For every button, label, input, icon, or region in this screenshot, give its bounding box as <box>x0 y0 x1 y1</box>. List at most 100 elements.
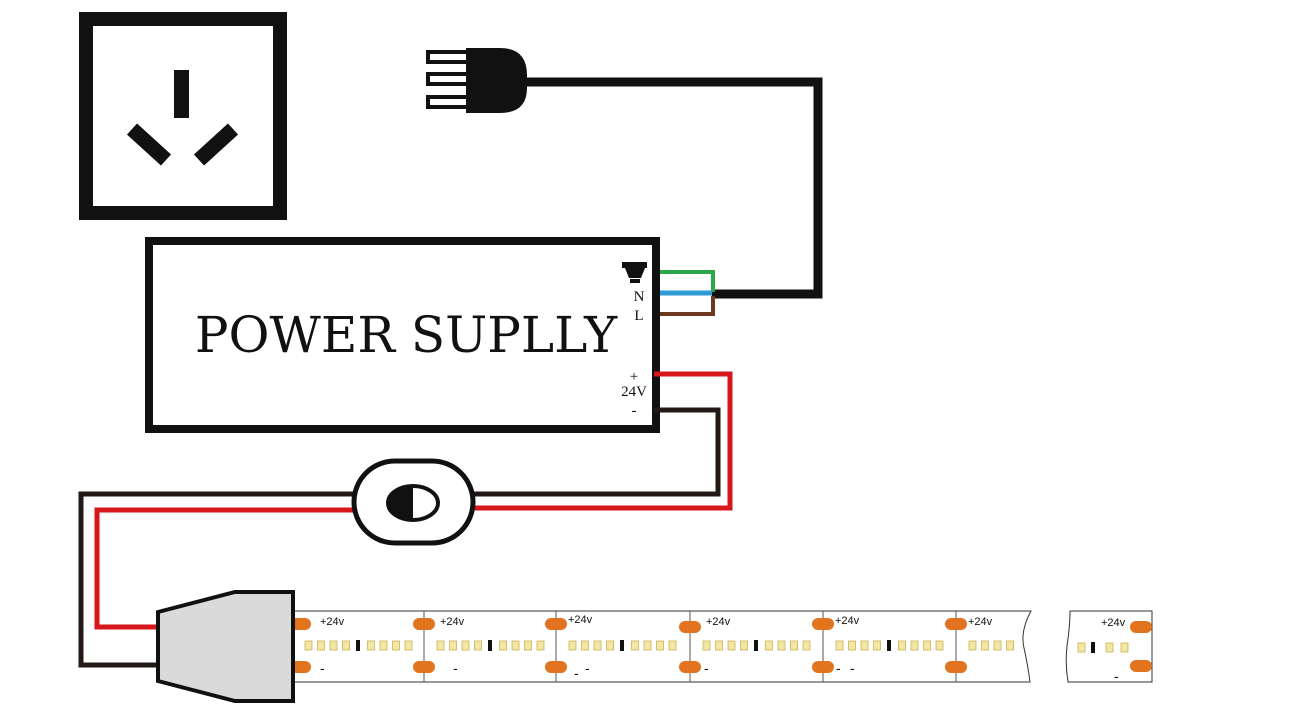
led-chip <box>304 640 313 651</box>
led-chip <box>702 640 711 651</box>
led-chip <box>765 640 773 651</box>
led-chip <box>727 640 736 651</box>
strip-connector <box>156 590 295 703</box>
led-chip <box>935 640 944 651</box>
led-strip-segments: +24v+24v+24v+24v+24v+24v+24v-------- <box>289 614 1152 684</box>
positive-wire-to-strip <box>94 507 355 630</box>
led-chip <box>968 640 977 651</box>
led-chip <box>379 640 388 651</box>
segment-plus-label-3: +24v <box>706 616 731 628</box>
segment-minus-label-6: - <box>850 660 855 676</box>
earth-ground-icon <box>622 262 647 283</box>
segment-minus-label-5: - <box>836 660 841 676</box>
resistor <box>1091 642 1095 653</box>
negative-wire <box>472 407 721 497</box>
led-chip <box>499 640 507 651</box>
led-chip <box>436 640 445 651</box>
led-chip <box>898 640 906 651</box>
led-chip <box>1077 642 1086 653</box>
led-chip <box>317 640 325 651</box>
led-chip <box>536 640 545 651</box>
resistor <box>356 640 360 651</box>
solder-pad-5 <box>545 661 567 673</box>
mains-cable <box>525 77 823 299</box>
power-supply-title: POWER SUPLLY <box>195 306 618 364</box>
segment-minus-label-4: - <box>704 660 709 676</box>
resistor <box>754 640 758 651</box>
output-voltage-label: 24V <box>621 384 647 400</box>
led-chip <box>461 640 470 651</box>
led-chip <box>1120 642 1129 653</box>
led-chip <box>581 640 589 651</box>
segment-minus-label-0: - <box>320 660 325 676</box>
segment-minus-label-2: - <box>574 665 579 681</box>
live-wire <box>660 296 715 316</box>
ground-wire <box>660 270 715 292</box>
resistor <box>488 640 492 651</box>
resistor <box>887 640 891 651</box>
solder-pad-11 <box>945 661 967 673</box>
led-chip <box>715 640 723 651</box>
led-chip <box>910 640 919 651</box>
terminal-n-label: N <box>634 289 645 305</box>
segment-plus-label-5: +24v <box>968 616 993 628</box>
segment-plus-label-6: +24v <box>1101 617 1126 629</box>
output-plus-label: + <box>630 369 638 385</box>
negative-wire-to-strip <box>78 491 355 668</box>
wall-socket-icon <box>79 12 287 220</box>
led-chip <box>993 640 1002 651</box>
led-chip <box>511 640 520 651</box>
led-chip <box>802 640 811 651</box>
segment-minus-label-3: - <box>585 660 590 676</box>
solder-pad-13 <box>1130 660 1152 672</box>
terminal-l-label: L <box>634 308 643 324</box>
led-chip <box>524 640 532 651</box>
three-pin-plug-icon <box>426 48 527 113</box>
led-chip <box>392 640 400 651</box>
solder-pad-7 <box>679 661 701 673</box>
led-chip <box>1006 640 1014 651</box>
output-minus-label: - <box>632 403 637 419</box>
solder-pad-2 <box>413 618 435 630</box>
dimmer-switch-icon <box>351 458 476 546</box>
resistor <box>620 640 624 651</box>
led-chip <box>740 640 748 651</box>
solder-pad-6 <box>679 621 701 633</box>
segment-plus-label-0: +24v <box>320 616 345 628</box>
led-chip <box>367 640 375 651</box>
power-supply-box: POWER SUPLLY N L + 24V - <box>145 237 660 433</box>
led-chip <box>329 640 338 651</box>
led-chip <box>848 640 856 651</box>
led-chip <box>449 640 457 651</box>
led-chip <box>981 640 989 651</box>
led-chip <box>593 640 602 651</box>
solder-pad-3 <box>413 661 435 673</box>
segment-plus-label-1: +24v <box>440 616 465 628</box>
led-chip <box>835 640 844 651</box>
solder-pad-8 <box>812 618 834 630</box>
led-chip <box>342 640 350 651</box>
solder-pad-10 <box>945 618 967 630</box>
led-chip <box>568 640 577 651</box>
led-chip <box>631 640 639 651</box>
led-chip <box>1105 642 1114 653</box>
led-chip <box>404 640 413 651</box>
segment-minus-label-7: - <box>1114 668 1119 684</box>
solder-pad-9 <box>812 661 834 673</box>
led-chip <box>668 640 677 651</box>
segment-plus-label-2: +24v <box>568 614 593 626</box>
solder-pad-12 <box>1130 621 1152 633</box>
led-chip <box>873 640 881 651</box>
led-chip <box>777 640 786 651</box>
segment-plus-label-4: +24v <box>835 615 860 627</box>
segment-minus-label-1: - <box>453 660 458 676</box>
positive-wire <box>472 371 733 511</box>
led-chip <box>790 640 798 651</box>
led-chip <box>923 640 931 651</box>
led-chip <box>606 640 614 651</box>
solder-pad-4 <box>545 618 567 630</box>
led-chip <box>656 640 664 651</box>
led-chip <box>860 640 869 651</box>
